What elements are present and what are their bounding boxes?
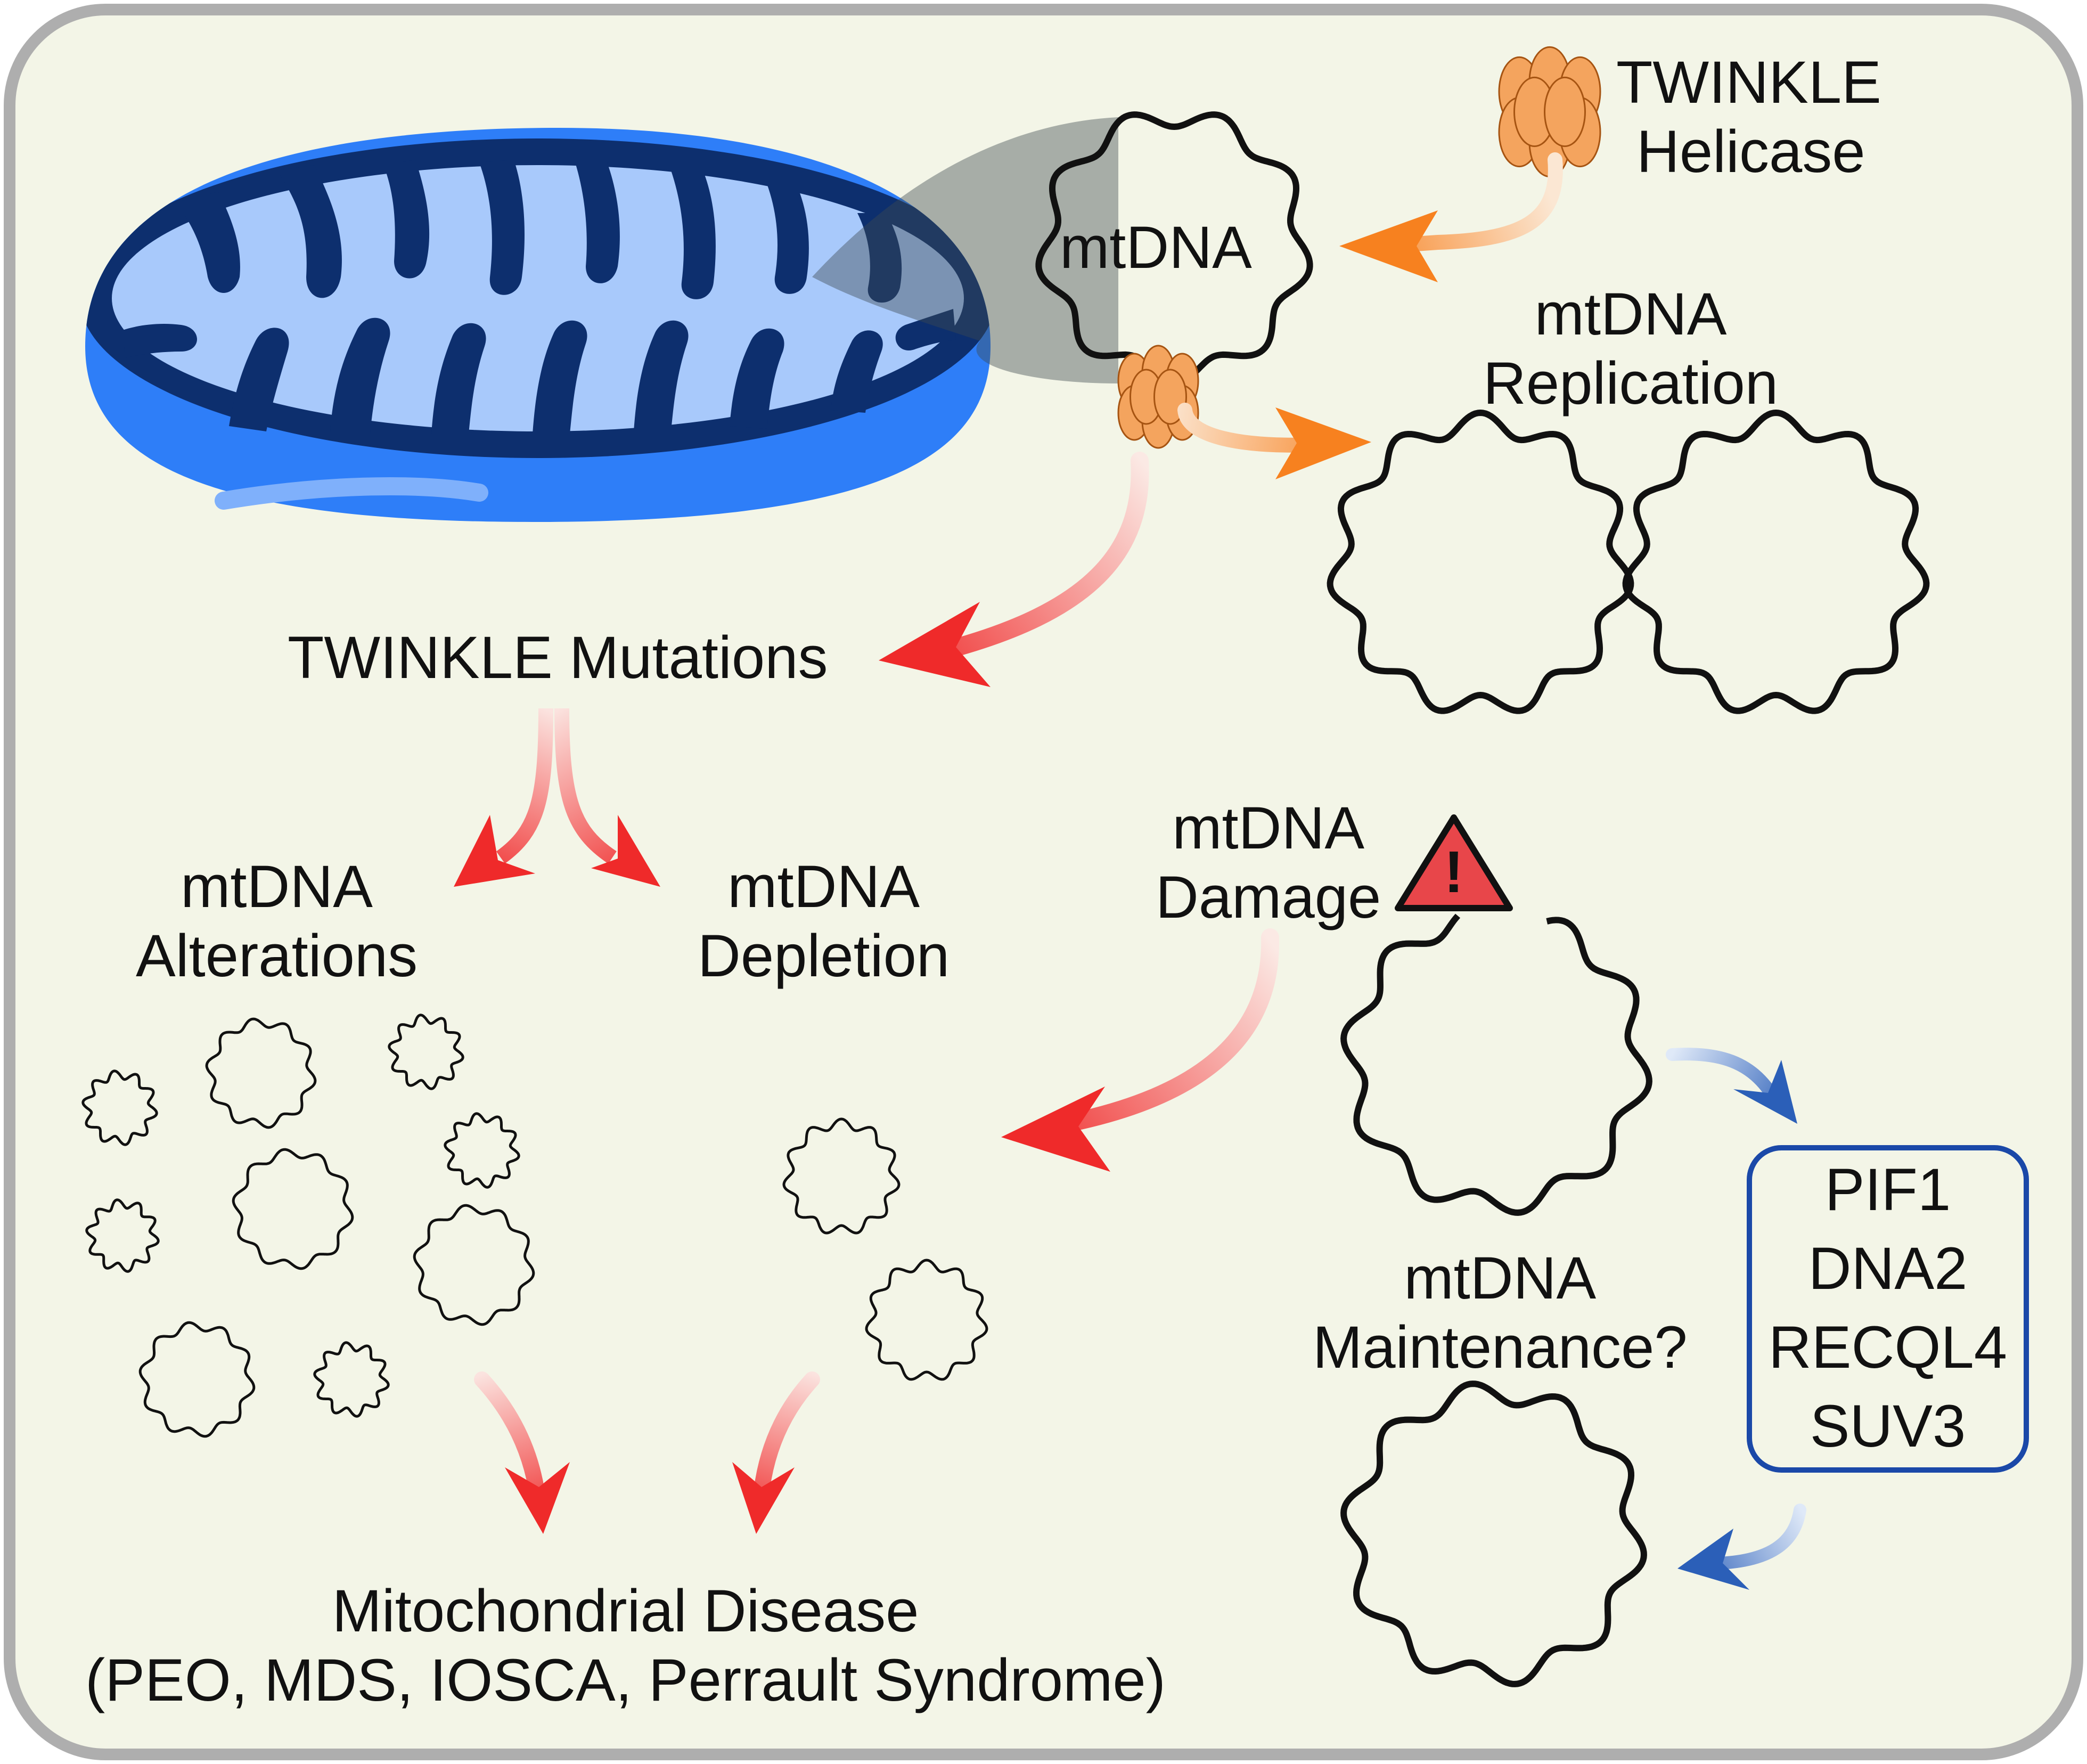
arrow-damage-to-helicases <box>1666 1048 1797 1124</box>
helicase-item: PIF1 <box>1824 1156 1951 1223</box>
altered-mtdna-icon <box>232 1148 354 1270</box>
depleted-mtdna-icon <box>782 1117 901 1235</box>
arrow-to-depletion <box>554 708 660 887</box>
helicases-box <box>1747 1145 2029 1473</box>
arrow-depletion-to-disease <box>732 1371 820 1534</box>
arrow-to-twinkle-mutations <box>879 452 1149 687</box>
mtdna-alterations-label: mtDNA Alterations <box>136 853 418 989</box>
mitochondrial-disease-label: Mitochondrial Disease (PEO, MDS, IOSCA, … <box>85 1578 1166 1713</box>
altered-mtdna-icon <box>205 1017 317 1129</box>
twinkle-mutations-label: TWINKLE Mutations <box>288 624 828 691</box>
depleted-mtdna-icon <box>865 1259 988 1381</box>
helicase-hexamer-icon <box>1498 46 1601 178</box>
altered-mtdna-icon <box>81 1069 158 1146</box>
mtdna-maintenance-label: mtDNA Maintenance? <box>1313 1245 1688 1381</box>
altered-mtdna-icon <box>444 1112 520 1189</box>
helicases-list: PIF1 DNA2 RECQL4 SUV3 <box>1749 1150 2026 1466</box>
arrow-damage-to-depletion <box>1001 928 1280 1172</box>
arrow-alterations-to-disease <box>474 1371 570 1534</box>
helicase-item: RECQL4 <box>1768 1314 2008 1381</box>
damaged-mtdna-icon <box>1340 913 1652 1216</box>
helicase-item: SUV3 <box>1810 1393 1966 1459</box>
altered-mtdna-icon <box>138 1321 256 1438</box>
mtdna-label: mtDNA <box>1060 214 1252 281</box>
mtdna-circle-icon <box>1035 111 1313 386</box>
twinkle-helicase-label: TWINKLE Helicase <box>1616 49 1881 185</box>
replicating-mtdna-left-icon <box>1327 410 1634 714</box>
arrow-to-replication <box>1177 403 1371 479</box>
repaired-mtdna-icon <box>1340 1381 1647 1687</box>
altered-mtdna-icon <box>413 1204 535 1326</box>
warning-triangle-icon: ! <box>1395 814 1513 911</box>
mtdna-damage-label: mtDNA Damage <box>1156 795 1381 930</box>
altered-mtdna-icon <box>85 1198 160 1273</box>
replicating-mtdna-right-icon <box>1622 410 1930 714</box>
helicase-item: DNA2 <box>1808 1235 1968 1302</box>
arrow-to-alterations <box>454 708 553 887</box>
warning-mark: ! <box>1444 839 1464 905</box>
arrow-helicases-to-maintenance <box>1677 1504 1806 1590</box>
helicase-hexamer-icon <box>1117 345 1199 449</box>
altered-mtdna-icon <box>388 1014 464 1090</box>
mtdna-depletion-label: mtDNA Depletion <box>698 853 950 989</box>
mitochondrion-icon <box>85 128 991 522</box>
altered-mtdna-icon <box>313 1341 390 1418</box>
mtdna-replication-label: mtDNA Replication <box>1483 281 1779 416</box>
zoom-wedge <box>812 117 1118 383</box>
arrow-helicase-to-mtdna <box>1339 152 1563 282</box>
